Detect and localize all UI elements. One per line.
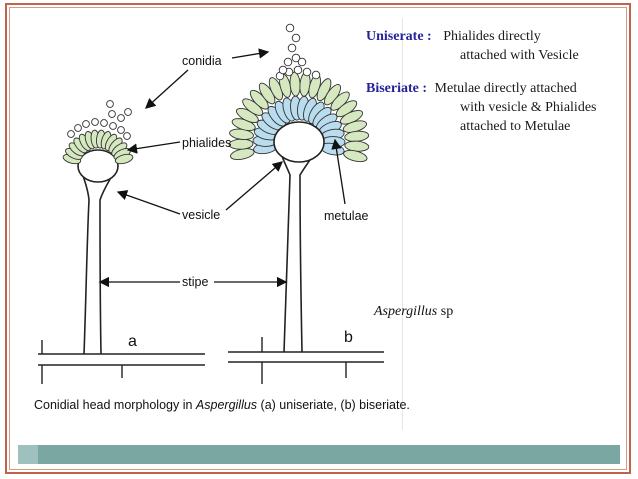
conidium — [117, 114, 125, 122]
phialide-cell — [343, 149, 368, 163]
label-metulae: metulae — [324, 209, 369, 223]
species-note: Aspergillus sp — [374, 304, 454, 319]
conidium — [291, 33, 301, 43]
label-phialides: phialides — [182, 136, 231, 150]
conidium — [109, 122, 117, 130]
uniserate-line2: attached with Vesicle — [460, 48, 579, 63]
conidium — [285, 23, 295, 33]
label-conidia: conidia — [182, 54, 222, 68]
phialides-b — [228, 71, 370, 163]
conidium — [291, 53, 301, 63]
conidium — [278, 65, 288, 75]
biseriate-line2: with vesicle & Phialides — [460, 100, 597, 115]
conidium — [123, 132, 131, 140]
conidium — [100, 119, 108, 127]
uniserate-line1: Phialides directly — [443, 29, 541, 44]
conidium — [293, 65, 303, 75]
conidium — [311, 70, 321, 80]
conidium — [67, 130, 75, 138]
conidium — [124, 108, 132, 116]
biseriate-definition: Biseriate : Metulae directly attached wi… — [366, 79, 630, 136]
biseriate-line3: attached to Metulae — [460, 119, 571, 134]
phialides-a — [62, 129, 134, 165]
uniserate-term: Uniserate : — [366, 29, 432, 44]
stipe-b — [279, 149, 317, 353]
conidia-b — [275, 23, 321, 81]
label-a: a — [128, 333, 137, 350]
uniserate-definition: Uniserate : Phialides directly attached … — [366, 27, 626, 65]
phialide-cell — [228, 138, 254, 150]
stipe-a — [81, 171, 115, 355]
biseriate-line1: Metulae directly attached — [434, 81, 577, 96]
conidium — [74, 124, 82, 132]
slide-border — [5, 3, 631, 474]
substrate-hyphae — [38, 337, 384, 384]
label-b: b — [344, 329, 353, 346]
conidia-a — [67, 100, 132, 140]
phialide-cell — [114, 153, 134, 165]
conidium — [283, 57, 293, 67]
conidium — [108, 110, 116, 118]
label-vesicle: vesicle — [182, 208, 220, 222]
vesicle-b — [273, 121, 325, 163]
conidium — [106, 100, 114, 108]
vesicle-a — [77, 149, 119, 183]
biseriate-term: Biseriate : — [366, 81, 428, 96]
footer-bar — [18, 445, 620, 464]
figure-caption: Conidial head morphology in Aspergillus … — [34, 398, 410, 412]
label-stipe: stipe — [182, 275, 208, 289]
conidium — [287, 43, 297, 53]
footer-bar-accent — [18, 445, 38, 464]
conidium — [91, 118, 99, 126]
conidium — [82, 120, 90, 128]
conidium — [302, 67, 312, 77]
label-arrows — [98, 48, 346, 288]
conidium — [297, 57, 307, 67]
conidium — [117, 126, 125, 134]
slide-inner-border — [9, 7, 627, 470]
